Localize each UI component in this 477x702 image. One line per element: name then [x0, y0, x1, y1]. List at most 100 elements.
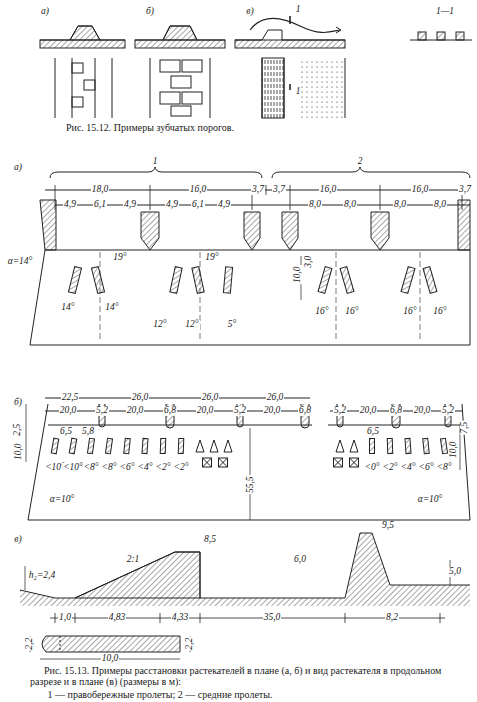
dimension-label: 35,0 [263, 613, 282, 623]
dimension-label: 16° [432, 307, 447, 317]
dimension-label: 12° [184, 320, 199, 330]
caption-text: 1 — правобережные пролеты; 2 — средние п… [47, 690, 274, 700]
spreader-block [160, 438, 166, 453]
spreader-block [318, 267, 332, 294]
dimension-label: 3,0 [304, 255, 314, 269]
spreader-block [340, 267, 354, 294]
dimension-label: 3,7 [458, 185, 472, 195]
dimension-label: 6,1 [191, 200, 205, 210]
dimension-label: 26,0 [131, 393, 150, 403]
dimension-label: 20,0 [413, 406, 432, 416]
dimension-label: α=10° [49, 495, 76, 505]
dimension-label: <8° [101, 463, 118, 473]
spreader-block [178, 438, 184, 453]
dimension-label: 16° [402, 307, 417, 317]
dimension-label: в) [13, 535, 22, 545]
dimension-label: 6,5 [366, 427, 380, 437]
dimension-label: 26,0 [266, 393, 285, 403]
dimension-label: 16,0 [189, 185, 208, 195]
spreader-block [370, 439, 375, 454]
dimension-label: 3,7 [272, 185, 286, 195]
spreader-block [142, 438, 148, 453]
dimension-label: α=14° [7, 257, 34, 267]
dimension-label: 6,8 [389, 406, 403, 416]
dimension-label: 16° [314, 307, 329, 317]
dimension-label: 2:1 [126, 555, 141, 565]
spreader-block [170, 267, 182, 294]
tooth-block [196, 440, 204, 452]
dimension-label: 8,0 [393, 200, 407, 210]
dimension-label: 6,8 [298, 406, 312, 416]
dimension-label: 1 [295, 87, 302, 97]
dimension-label: <2° [173, 463, 190, 473]
dimension-label: 5,2 [233, 406, 247, 416]
dimension-label: <4° [137, 463, 154, 473]
dimension-label: 18,0 [91, 185, 110, 195]
dimension-label: 2,2 [185, 637, 195, 651]
dimension-label: 6,1 [93, 200, 107, 210]
dimension-label: 2,5 [13, 423, 23, 437]
dimension-label: а) [40, 7, 50, 17]
dimension-label: б) [145, 7, 155, 17]
dimension-label: 5,2 [333, 406, 347, 416]
dimension-label: 8,0 [343, 200, 357, 210]
dimension-label: 10,0 [292, 266, 302, 285]
dimension-label: 14° [60, 303, 75, 313]
dimension-label: 26,0 [201, 393, 220, 403]
tooth-block [224, 440, 232, 452]
dimension-label: 5,8 [81, 427, 95, 437]
dimension-label: 10,0 [448, 441, 458, 460]
dimension-label: 4,83 [108, 613, 127, 623]
dimension-label: 5,2 [95, 406, 109, 416]
spreader-block [105, 438, 112, 454]
spreader-block [423, 438, 430, 453]
dimension-label: 16° [344, 307, 359, 317]
dimension-label: 2,2 [25, 637, 35, 651]
dimension-label: <6° [119, 463, 136, 473]
figure-caption: Рис. 15.13. Примеры расстановки растекат… [30, 665, 470, 687]
dimension-label: 20,0 [59, 406, 78, 416]
dimension-label: 10,0 [101, 654, 120, 664]
dimension-label: h₂=2,4 [28, 571, 56, 581]
dimension-label: 5,0 [448, 567, 462, 577]
dimension-label: 8,0 [308, 200, 322, 210]
dimension-label: 19° [112, 253, 127, 263]
dimension-label: 1,0 [58, 613, 72, 623]
dimension-label: 1 [152, 157, 159, 167]
dimension-label: <2° [155, 463, 172, 473]
spreader-block [91, 267, 104, 294]
dimension-label: 3,7 [251, 185, 265, 195]
block-cross [203, 458, 212, 467]
block-cross [219, 458, 228, 467]
dimension-label: 1 [295, 5, 302, 15]
spreader-block [68, 267, 81, 294]
dimension-label: 5,2 [441, 406, 455, 416]
spreader-block [223, 267, 232, 294]
dimension-label: а) [13, 163, 23, 173]
dimension-label: 6,5 [59, 427, 73, 437]
spreader-block [405, 438, 411, 453]
dimension-label: 22,5 [61, 393, 80, 403]
dimension-label: 8,0 [433, 200, 447, 210]
tooth-block [210, 440, 218, 452]
dimension-label: 4,9 [63, 200, 77, 210]
dimension-label: 20,0 [126, 406, 145, 416]
dimension-label: 16,0 [411, 185, 430, 195]
dimension-label: 6,0 [293, 555, 307, 565]
caption-text: Рис. 15.12. Примеры зубчатых порогов. [65, 123, 235, 133]
dimension-label: <8° [436, 463, 453, 473]
dimension-label: в) [245, 7, 254, 17]
dimension-label: 9,5 [381, 521, 395, 531]
block-square [219, 458, 228, 467]
dimension-label: 6,8 [163, 406, 177, 416]
spreader-block [387, 438, 393, 453]
spreader-block [87, 438, 94, 454]
dimension-label: 8,2 [385, 613, 399, 623]
dimension-label: 20,0 [263, 406, 282, 416]
dimension-label: 19° [204, 253, 219, 263]
spreader-block [423, 267, 437, 294]
dimension-label: 7,5 [460, 421, 470, 435]
tooth-block [350, 440, 358, 452]
dimension-label: 14° [104, 303, 119, 313]
